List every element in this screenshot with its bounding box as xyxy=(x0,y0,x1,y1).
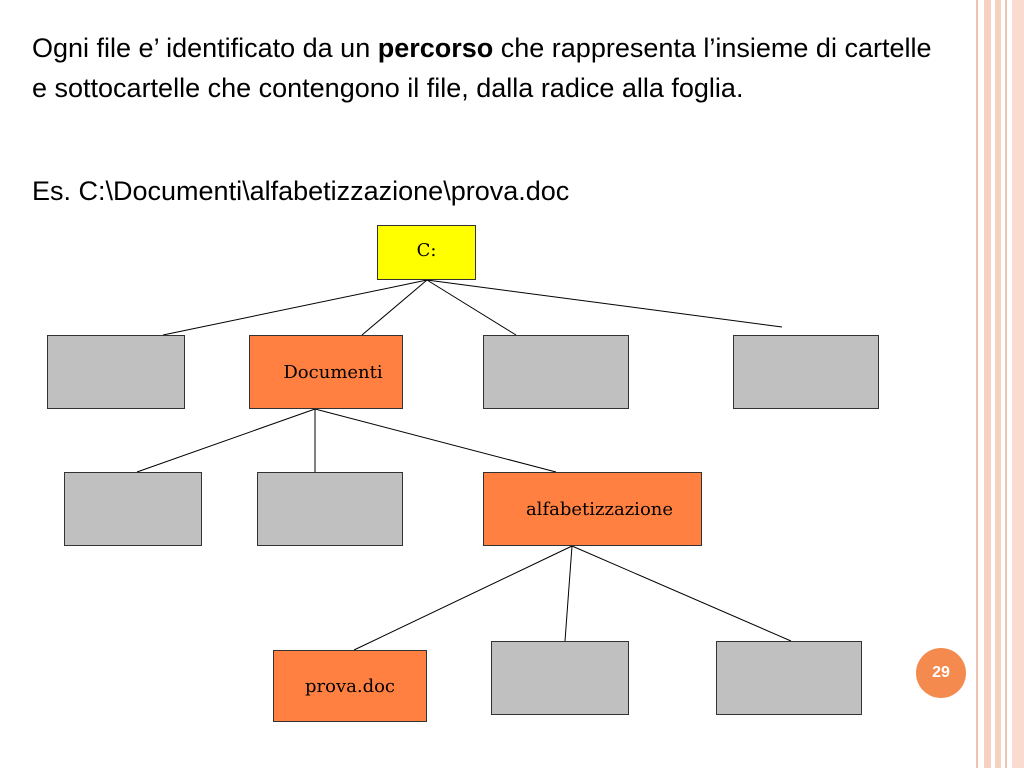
decorative-stripe xyxy=(1005,0,1007,768)
example-path: Es. C:\Documenti\alfabetizzazione\prova.… xyxy=(32,176,570,206)
connector-line xyxy=(571,545,792,642)
connector-line xyxy=(162,279,428,336)
connector-line xyxy=(426,279,517,336)
tree-node-empty xyxy=(64,472,202,546)
decorative-stripe xyxy=(1012,0,1024,768)
node-label: C: xyxy=(416,240,437,261)
intro-text-before: Ogni file e’ identificato da un xyxy=(32,33,378,63)
tree-node-empty xyxy=(257,472,403,546)
tree-node-root: C: xyxy=(377,225,476,280)
tree-node-alfabetizzazione: alfabetizzazione xyxy=(483,472,702,546)
tree-node-empty xyxy=(716,641,862,715)
page-number: 29 xyxy=(932,664,950,681)
connector-line xyxy=(361,279,428,336)
decorative-stripe xyxy=(976,0,978,768)
intro-paragraph: Ogni file e’ identificato da un percorso… xyxy=(32,28,932,108)
connector-line xyxy=(136,408,316,473)
intro-text-after: che rappresenta l’insieme di cartelle e … xyxy=(32,33,932,103)
tree-node-prova-doc: prova.doc xyxy=(273,650,427,722)
connector-line xyxy=(314,408,557,473)
decorative-stripe xyxy=(984,0,991,768)
page-number-badge: 29 xyxy=(916,648,966,698)
node-label: alfabetizzazione xyxy=(525,498,674,520)
node-label: Documenti xyxy=(283,361,383,383)
tree-node-empty xyxy=(491,641,629,715)
tree-node-empty xyxy=(483,335,629,409)
tree-node-empty xyxy=(47,335,185,409)
intro-bold-term: percorso xyxy=(377,33,494,63)
node-label: prova.doc xyxy=(304,675,396,697)
decorative-stripe xyxy=(995,0,1001,768)
connector-line xyxy=(564,545,573,642)
connector-line xyxy=(353,545,573,651)
tree-node-empty xyxy=(733,335,879,409)
connector-line xyxy=(426,279,783,328)
tree-node-documenti: Documenti xyxy=(249,335,403,409)
